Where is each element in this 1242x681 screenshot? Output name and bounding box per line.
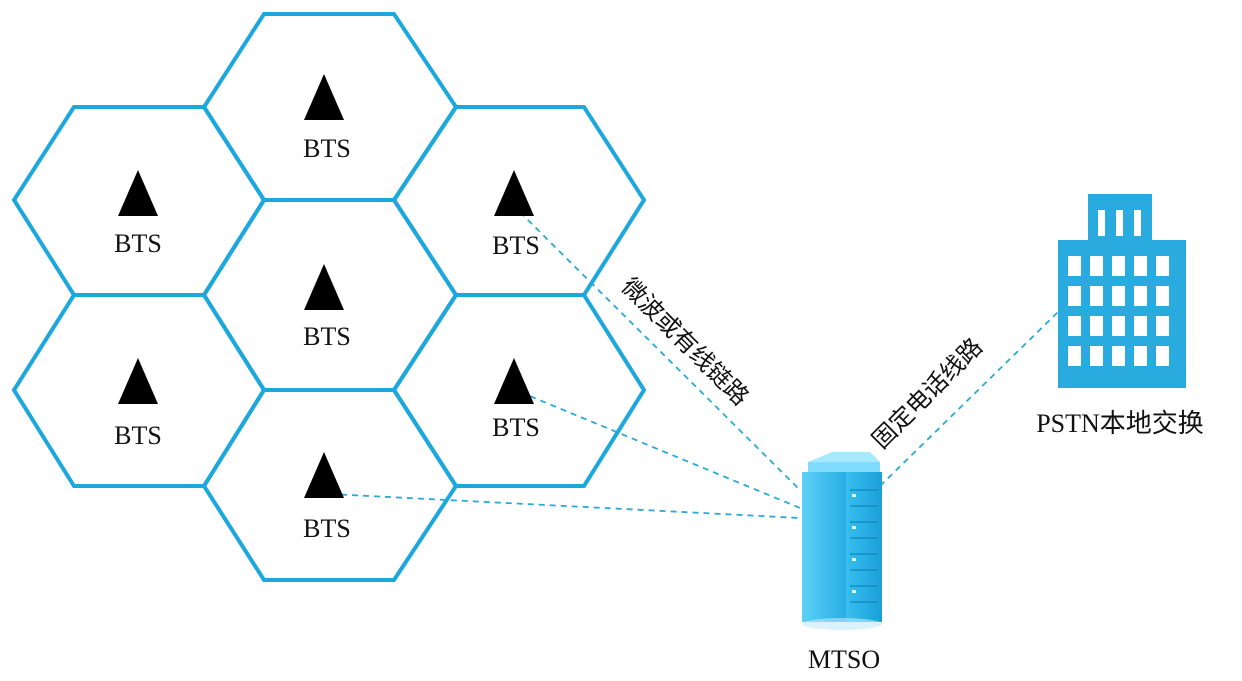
link-lower-right-bts-to-mtso xyxy=(519,391,801,509)
hex-cells xyxy=(11,12,647,582)
cell-tower-icon xyxy=(494,170,534,216)
pstn-label: PSTN本地交换 xyxy=(1036,409,1204,438)
cell-tower-icon xyxy=(118,358,158,404)
bts-label-bottom: BTS xyxy=(303,514,351,543)
link-bottom-bts-to-mtso xyxy=(329,493,801,519)
mtso-label: MTSO xyxy=(808,645,880,674)
link-label-landline: 固定电话线路 xyxy=(866,333,988,455)
cell-tower-icon xyxy=(494,358,534,404)
link-mtso-to-pstn xyxy=(879,311,1059,487)
bts-label-center: BTS xyxy=(303,322,351,351)
bts-label-upper-right: BTS xyxy=(492,231,540,260)
link-upper-right-bts-to-mtso xyxy=(519,211,799,489)
hex-cell-bottom xyxy=(201,388,459,582)
bts-labels: BTS BTS BTS BTS BTS BTS BTS xyxy=(114,134,540,543)
bts-label-lower-right: BTS xyxy=(492,413,540,442)
bts-label-upper-left: BTS xyxy=(114,229,162,258)
bts-label-lower-left: BTS xyxy=(114,421,162,450)
cell-tower-icon xyxy=(118,170,158,216)
cell-tower-icon xyxy=(304,264,344,310)
office-building-icon xyxy=(1058,194,1186,388)
cell-tower-icon xyxy=(304,74,344,120)
cell-tower-icon xyxy=(304,452,344,498)
links xyxy=(329,211,1059,519)
bts-label-top: BTS xyxy=(303,134,351,163)
link-label-microwave: 微波或有线链路 xyxy=(616,272,755,411)
server-rack-icon xyxy=(802,452,882,630)
